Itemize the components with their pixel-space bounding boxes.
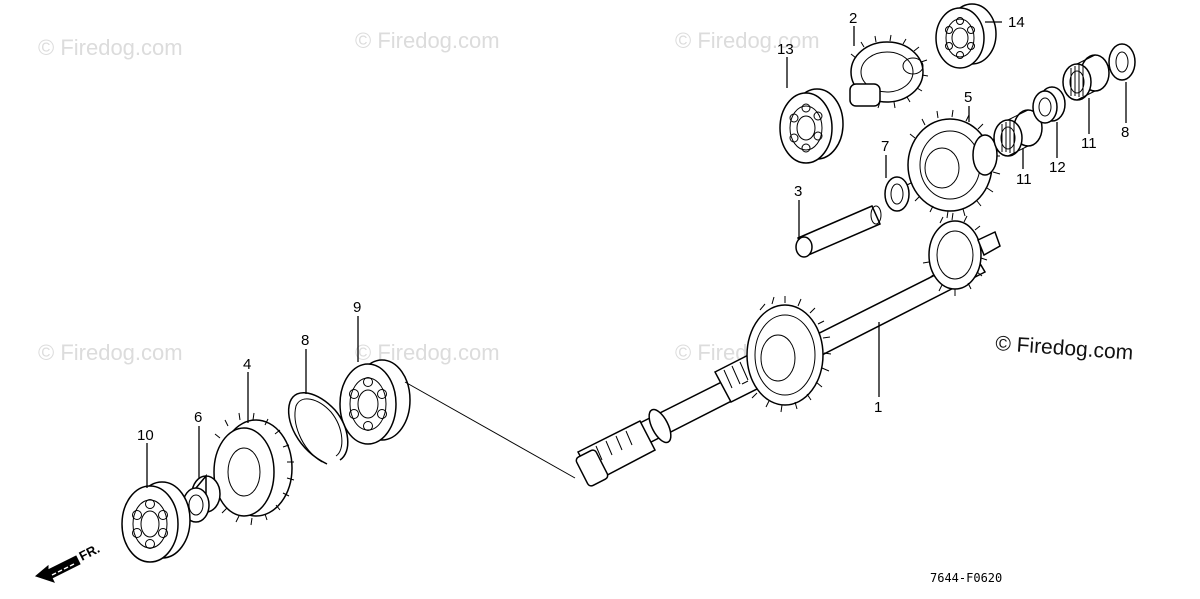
part-11-needle-bearing	[1062, 54, 1110, 101]
callout-3: 3	[794, 183, 802, 200]
part-7-washer	[884, 176, 910, 212]
watermark: © Firedog.com	[355, 28, 500, 53]
callout-12: 12	[1049, 159, 1066, 176]
part-4-gear	[212, 412, 295, 526]
callout-11-left: 11	[1016, 171, 1032, 188]
copyright-text: © Firedog.com	[995, 332, 1134, 365]
watermark: © Firedog.com	[38, 35, 183, 60]
part-12-collar	[1032, 86, 1066, 124]
watermark: © Firedog.com	[38, 340, 183, 365]
part-2-gear	[849, 34, 929, 109]
callout-11-right: 11	[1081, 135, 1097, 152]
callout-8-bottom: 8	[301, 332, 309, 349]
part-1-main-shaft	[575, 212, 1001, 487]
front-direction-arrow-icon	[34, 555, 81, 583]
callout-4: 4	[243, 356, 251, 373]
direction-label: FR.	[77, 541, 102, 564]
part-5-gear	[904, 109, 1001, 219]
assembly-line	[404, 381, 576, 479]
diagram-code: 7644-F0620	[930, 571, 1002, 585]
callout-1: 1	[874, 399, 882, 416]
part-13-ball-bearing	[779, 88, 844, 164]
callout-9: 9	[353, 299, 361, 316]
part-14-ball-bearing	[935, 3, 997, 69]
watermark: © Firedog.com	[675, 28, 820, 53]
part-11-needle-bearing	[993, 109, 1043, 157]
callout-10: 10	[137, 427, 154, 444]
callout-2: 2	[849, 10, 857, 27]
callout-6: 6	[194, 409, 202, 426]
callout-8-top: 8	[1121, 124, 1129, 141]
part-10-ball-bearing	[121, 481, 191, 563]
callout-14: 14	[1008, 14, 1025, 31]
leader-lines	[146, 21, 1127, 488]
callout-5: 5	[964, 89, 972, 106]
callout-13: 13	[777, 41, 794, 58]
part-3-pin	[795, 205, 882, 258]
part-8-washer	[1108, 43, 1136, 81]
part-8-snap-ring	[288, 392, 349, 465]
part-9-ball-bearing	[339, 359, 411, 445]
callout-7: 7	[881, 138, 889, 155]
